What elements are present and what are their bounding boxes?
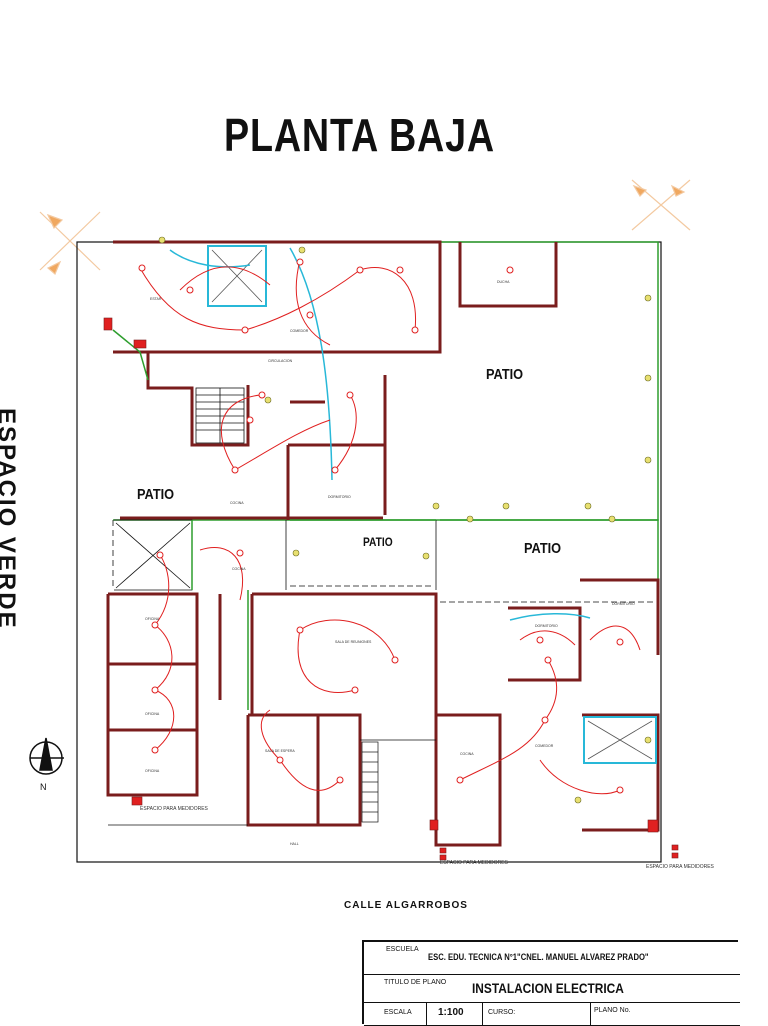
stair-upper (195, 387, 245, 444)
walls-lower-outline (77, 519, 661, 863)
escala-caption: ESCALA (384, 1009, 412, 1016)
room-captions: ESTAR COMEDOR CIRCULACION COCINA DORMITORI… (145, 280, 635, 846)
electric-circuits (139, 259, 641, 795)
svg-text:COCINA: COCINA (232, 567, 246, 571)
titulo-caption: TITULO DE PLANO (384, 979, 447, 986)
ground-runs (112, 329, 436, 710)
svg-text:ESTAR: ESTAR (150, 297, 162, 301)
svg-text:COCINA: COCINA (460, 752, 474, 756)
plano-caption: PLANO No. (594, 1007, 631, 1014)
escuela-value: ESC. EDU. TECNICA N°1"CNEL. MANUEL ALVAR… (428, 952, 649, 962)
water-lines (169, 247, 591, 621)
svg-text:CIRCULACION: CIRCULACION (268, 359, 293, 363)
walls-lower (106, 578, 660, 847)
floor-plan: ESTAR COMEDOR CIRCULACION COCINA DORMITORI… (29, 236, 679, 863)
title-block-row-scale: ESCALA 1:100 CURSO: PLANO No. (364, 1003, 740, 1026)
curso-caption: CURSO: (488, 1009, 516, 1016)
meter-space-label: ESPACIO PARA MEDIDORES (440, 860, 508, 866)
svg-text:DORMITORIO: DORMITORIO (535, 624, 558, 628)
patio-label: PATIO (524, 540, 562, 557)
svg-text:SALA DE REUNIONES: SALA DE REUNIONES (335, 640, 372, 644)
svg-text:COMEDOR: COMEDOR (290, 329, 309, 333)
meter-space-label: ESPACIO PARA MEDIDORES (140, 806, 208, 812)
meter-space-label: ESPACIO PARA MEDIDORES (646, 864, 714, 870)
walls-upper (113, 240, 558, 520)
svg-text:SALA DE ESPERA: SALA DE ESPERA (265, 749, 295, 753)
svg-text:OFICINA: OFICINA (145, 712, 160, 716)
svg-text:DORMITORIO: DORMITORIO (328, 495, 351, 499)
side-label: ESPACIO VERDE (0, 408, 20, 630)
patio-label: PATIO (137, 486, 175, 503)
svg-text:COMEDOR: COMEDOR (535, 744, 554, 748)
decorative-star-marks (39, 179, 691, 275)
title-block-row-school: ESCUELA ESC. EDU. TECNICA N°1"CNEL. MANU… (364, 942, 740, 975)
svg-text:HALL: HALL (290, 842, 299, 846)
north-arrow (29, 737, 64, 775)
svg-text:OFICINA: OFICINA (145, 617, 160, 621)
svg-text:DORMITORIO: DORMITORIO (612, 602, 635, 606)
svg-text:OFICINA: OFICINA (145, 769, 160, 773)
street-label: CALLE ALGARROBOS (344, 900, 468, 911)
escuela-caption: ESCUELA (386, 946, 419, 953)
site-boundary (76, 241, 662, 863)
lightwell-upper (207, 245, 267, 307)
patio-label: PATIO (486, 366, 524, 383)
title-block-row-title: TITULO DE PLANO INSTALACION ELECTRICA (364, 975, 740, 1003)
escala-value: 1:100 (438, 1007, 464, 1018)
page-title: PLANTA BAJA (224, 109, 495, 161)
electric-panels (103, 317, 679, 861)
north-letter: N (40, 782, 47, 792)
svg-text:DUCHA: DUCHA (497, 280, 510, 284)
patio-label: PATIO (363, 535, 393, 549)
wall-lights (158, 236, 652, 804)
title-block: ESCUELA ESC. EDU. TECNICA N°1"CNEL. MANU… (362, 940, 740, 1026)
outlets (138, 258, 624, 794)
titulo-value: INSTALACION ELECTRICA (472, 980, 624, 996)
svg-text:COCINA: COCINA (230, 501, 244, 505)
